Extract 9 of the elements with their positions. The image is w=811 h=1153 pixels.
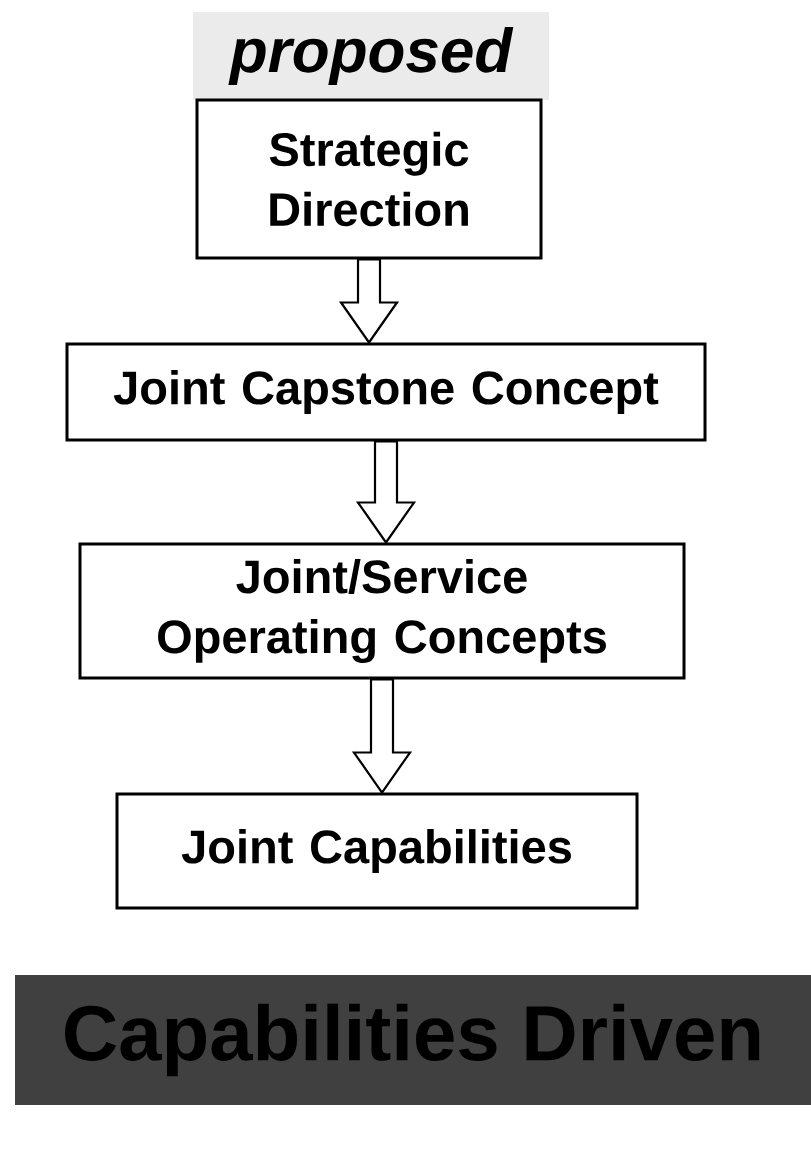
hollow-arrow — [338, 258, 400, 345]
hollow-arrow — [355, 440, 417, 545]
process-box: Joint/Service Operating Concepts — [78, 542, 686, 680]
title-banner: proposed — [193, 12, 549, 100]
process-box: Joint Capabilities — [115, 792, 639, 910]
hollow-arrow — [351, 678, 413, 795]
caption-banner: Capabilities Driven — [15, 975, 811, 1105]
process-box: Strategic Direction — [195, 98, 543, 260]
process-box: Joint Capstone Concept — [65, 342, 707, 442]
